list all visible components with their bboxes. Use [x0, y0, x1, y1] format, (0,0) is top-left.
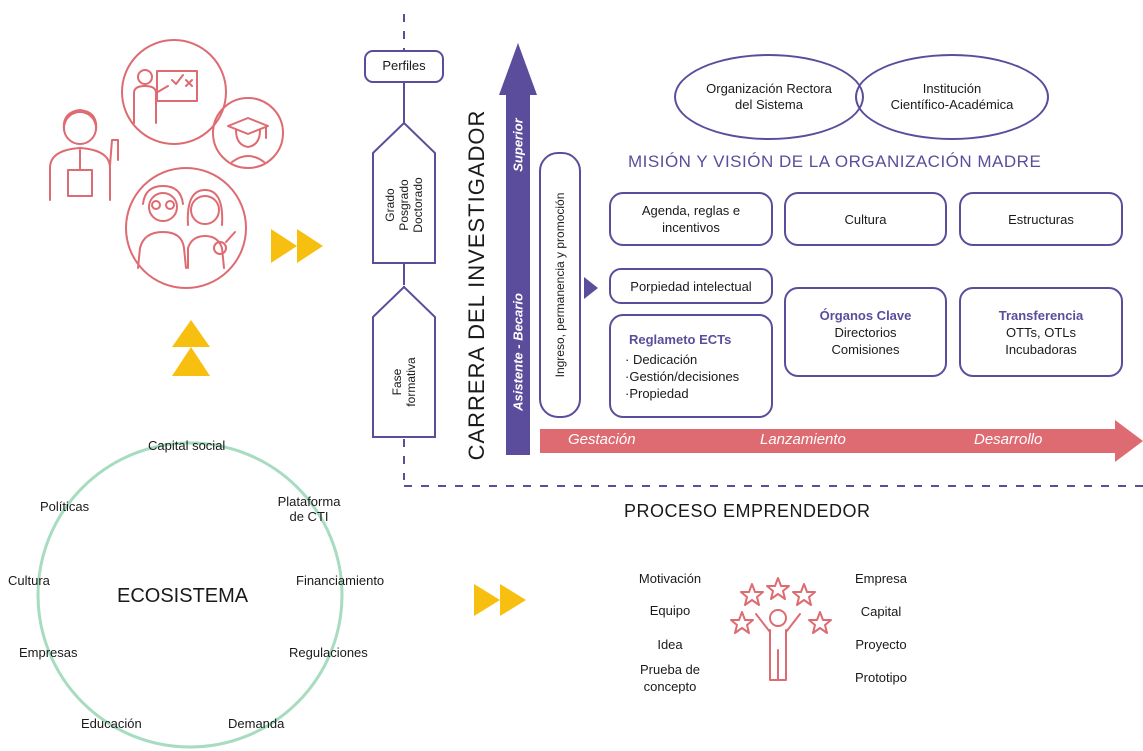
- organos-item-2: Comisiones: [831, 341, 900, 357]
- ecosistema-title: ECOSISTEMA: [117, 585, 249, 607]
- ellipse-right-line-1: Institución: [922, 81, 982, 96]
- ellipse-right-line-2: Científico-Académica: [890, 97, 1014, 112]
- estructuras-box: Estructuras: [959, 192, 1123, 246]
- propiedad-label: Porpiedad intelectual: [630, 278, 752, 294]
- reglamento-item-3: ·Propiedad: [625, 385, 689, 401]
- board-teacher-icon: [121, 39, 227, 145]
- career-up-arrow: [506, 43, 530, 455]
- process-right-item-2: Capital: [860, 604, 902, 619]
- agenda-box: Agenda, reglas e incentivos: [609, 192, 773, 246]
- proceso-emprendedor-title: PROCESO EMPRENDEDOR: [624, 501, 871, 521]
- pointer-triangle: [584, 277, 598, 299]
- up-arrows-icon: [172, 320, 210, 376]
- process-left-item-3: Idea: [657, 637, 683, 652]
- process-right-item-1: Empresa: [854, 571, 908, 586]
- perfiles-label: Perfiles: [382, 58, 426, 73]
- grado-pentagon: [372, 121, 436, 264]
- agenda-line-2: incentivos: [662, 220, 720, 235]
- cultura-label: Cultura: [844, 211, 887, 227]
- process-left-item-1: Motivación: [638, 571, 702, 586]
- transferencia-box: Transferencia OTTs, OTLs Incubadoras: [959, 287, 1123, 377]
- process-right-item-4: Prototipo: [854, 670, 908, 685]
- organos-box: Órganos Clave Directorios Comisiones: [784, 287, 947, 377]
- perfiles-box: [364, 50, 444, 83]
- propiedad-box: Porpiedad intelectual: [609, 268, 773, 304]
- fase-pentagon: [372, 285, 436, 438]
- eco-capital-social: Capital social: [148, 438, 226, 453]
- transferencia-title: Transferencia: [998, 307, 1084, 323]
- grado-line-1: Grado: [383, 188, 397, 222]
- process-left-item-2: Equipo: [649, 603, 691, 618]
- eco-empresas: Empresas: [19, 645, 78, 660]
- eco-educacion: Educación: [81, 716, 142, 731]
- career-vertical-title: CARRERA DEL INVESTIGADOR: [464, 109, 489, 461]
- elders-researchers-icon: [125, 167, 247, 289]
- organos-title: Órganos Clave: [819, 307, 912, 323]
- eco-cultura: Cultura: [8, 573, 50, 588]
- eco-regulaciones: Regulaciones: [289, 645, 368, 660]
- phases-arrow: [540, 429, 1118, 453]
- eco-plataforma-line-2: de CTI: [289, 509, 329, 524]
- grado-line-3: Doctorado: [411, 177, 425, 233]
- reglamento-title: Reglameto ECTs: [629, 331, 732, 347]
- fast-forward-icon-top: [271, 229, 323, 263]
- achiever-stars-icon: [730, 577, 832, 681]
- reglamento-item-2: ·Gestión/decisiones: [625, 368, 740, 384]
- eco-financiamiento: Financiamiento: [296, 573, 385, 588]
- process-left-item-4: Prueba de concepto: [640, 662, 700, 694]
- eco-plataforma: Plataforma de CTI: [274, 494, 344, 524]
- ecosystem-circle: [36, 441, 344, 749]
- graduate-icon: [212, 97, 284, 169]
- arrow-bottom-label: Asistente - Becario: [510, 293, 526, 411]
- ingreso-bar: [539, 152, 581, 418]
- grado-label: Grado Posgrado Doctorado: [383, 177, 425, 232]
- eco-plataforma-line-1: Plataforma: [277, 494, 341, 509]
- mision-vision-heading: MISIÓN Y VISIÓN DE LA ORGANIZACIÓN MADRE: [628, 152, 1042, 171]
- estructuras-label: Estructuras: [1008, 211, 1074, 227]
- reglamento-item-1: · Dedicación: [625, 351, 698, 367]
- reglamento-box: Reglameto ECTs · Dedicación ·Gestión/dec…: [609, 314, 773, 418]
- phase-desarrollo: Desarrollo: [974, 431, 1043, 448]
- phase-gestacion: Gestación: [568, 431, 636, 448]
- cultura-box: Cultura: [784, 192, 947, 246]
- eco-politicas: Políticas: [40, 499, 90, 514]
- fast-forward-icon-bottom: [474, 584, 526, 616]
- organizacion-rectora-ellipse: Organización Rectora del Sistema: [674, 54, 864, 140]
- process-right-item-3: Proyecto: [855, 637, 907, 652]
- phase-lanzamiento: Lanzamiento: [760, 431, 846, 448]
- grado-line-2: Posgrado: [397, 179, 411, 231]
- arrow-top-label: Superior: [510, 118, 526, 172]
- transferencia-item-2: Incubadoras: [1005, 341, 1077, 357]
- ingreso-label: Ingreso, permanencia y promoción: [553, 192, 567, 378]
- ellipse-left-line-2: del Sistema: [735, 97, 803, 112]
- fase-label: Fase formativa: [390, 357, 418, 406]
- fase-line-2: formativa: [404, 357, 418, 407]
- ellipse-left-line-1: Organización Rectora: [706, 81, 832, 96]
- agenda-line-1: Agenda, reglas e: [641, 203, 741, 218]
- transferencia-item-1: OTTs, OTLs: [1005, 324, 1077, 340]
- eco-demanda: Demanda: [228, 716, 285, 731]
- organos-item-1: Directorios: [834, 324, 897, 340]
- teacher-icon: [49, 109, 119, 201]
- fase-line-1: Fase: [390, 368, 404, 396]
- institucion-ellipse: Institución Científico-Académica: [855, 54, 1049, 140]
